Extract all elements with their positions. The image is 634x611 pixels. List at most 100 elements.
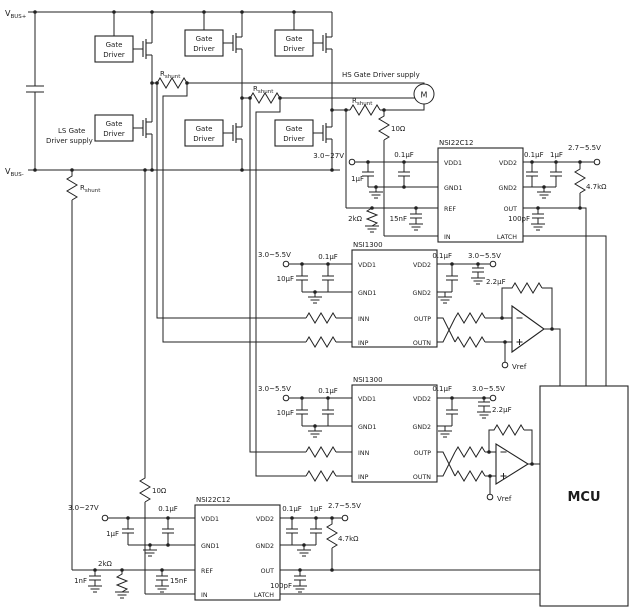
cap-1uf	[122, 518, 134, 545]
gate-driver-hs2: Gate Driver	[184, 29, 224, 57]
ground-symbol	[537, 187, 551, 199]
pin-outp: OUTP	[414, 450, 431, 457]
ground-symbol	[438, 426, 452, 438]
mcu-box	[539, 385, 629, 607]
bridge-legs	[113, 12, 333, 170]
cap-100pf-label: 100pF	[508, 215, 530, 223]
supply-node-27v	[348, 158, 356, 166]
phase-b-sense-wires	[249, 98, 306, 477]
gate-driver-label: Driver	[103, 130, 125, 138]
opamp-output-wire	[544, 328, 561, 386]
pin-outn: OUTN	[413, 474, 431, 481]
shunt-label-phase-c: Rshunt	[352, 97, 373, 107]
resistor-10ohm-bottom	[139, 170, 151, 594]
cap-22uf-label: 2.2µF	[486, 278, 506, 286]
ground-symbol	[308, 292, 322, 304]
vref-node	[486, 493, 494, 501]
opamp-1: Vref	[501, 282, 561, 386]
pin-latch: LATCH	[497, 234, 517, 241]
shunt-label-bus: Rshunt	[80, 184, 101, 194]
cap-1nf-label: 1nF	[74, 577, 87, 585]
ground-symbol	[115, 591, 129, 599]
resistor-47k	[326, 518, 338, 570]
gate-driver-ls3: Gate Driver	[274, 119, 314, 147]
supply-node-27v	[101, 514, 109, 522]
cap-15nf	[156, 570, 168, 586]
dc-link-capacitor	[26, 85, 44, 93]
cap-01uf	[398, 162, 410, 187]
nsi1300-1: NSI1300 VDD1 GND1 INN INP VDD2 GND2 OUTP…	[351, 241, 438, 348]
shunt-label-phase-b: Rshunt	[253, 85, 274, 95]
nsi1300-2-left-network: 3.0~5.5V 10µF 0.1µF	[258, 385, 352, 482]
nsi1300-1-box	[351, 249, 438, 348]
cap-01uf-label: 0.1µF	[524, 151, 544, 159]
gate-driver-ls2: Gate Driver	[184, 119, 224, 147]
pin-vdd1: VDD1	[358, 262, 376, 269]
svg-text:LS Gate: LS Gate	[58, 127, 85, 135]
gate-driver-box	[184, 119, 224, 147]
gate-driver-label: Gate	[106, 41, 123, 49]
nsi1300-2-title: NSI1300	[353, 376, 383, 384]
nsi22c12-1-box	[437, 147, 524, 243]
opamp-plus-sign	[516, 339, 523, 345]
gate-driver-label: Driver	[193, 135, 215, 143]
nsi22c12-1-right-network: 2.7~5.5V 0.1µF 1µF 4.7kΩ 100pF	[508, 144, 607, 386]
gate-driver-label: Driver	[283, 45, 305, 53]
cap-10uf-label: 10µF	[277, 409, 294, 417]
nsi22c12-2-box	[194, 504, 281, 601]
pin-vdd1: VDD1	[358, 396, 376, 403]
resistor-10ohm-top	[378, 110, 390, 236]
hs-supply-label: HS Gate Driver supply	[342, 71, 420, 79]
cap-1uf-label: 1µF	[310, 505, 323, 513]
cap-01uf	[446, 398, 458, 426]
mosfet-hs1	[142, 39, 152, 59]
resistor-inn	[305, 446, 352, 458]
bus-shunt: Rshunt 10Ω	[66, 170, 167, 594]
cap-1uf	[362, 162, 374, 187]
cap-10uf	[296, 264, 308, 292]
vref-node	[501, 361, 509, 369]
gate-driver-box	[94, 35, 134, 63]
cap-01uf-label: 0.1µF	[318, 253, 338, 261]
cap-01uf-label: 0.1µF	[432, 252, 452, 260]
mosfet-hs2	[232, 33, 242, 53]
pin-gnd2: GND2	[413, 424, 431, 431]
output-cross-wires	[437, 317, 456, 343]
resistor-47k	[574, 162, 586, 208]
gate-driver-box	[184, 29, 224, 57]
cap-100pf	[294, 570, 306, 586]
pin-out: OUT	[504, 206, 518, 213]
supply-node-3055v	[282, 394, 290, 402]
cap-01uf-label: 0.1µF	[394, 151, 414, 159]
gate-driver-label: Driver	[193, 45, 215, 53]
nsi22c12-2-left-network: 3.0~27V 1µF 0.1µF 1nF 2kΩ 15nF	[68, 504, 195, 599]
resistor-inn	[305, 312, 352, 324]
ground-symbol	[471, 277, 485, 285]
mosfet-ls3	[322, 123, 332, 143]
gate-driver-label: Gate	[286, 125, 303, 133]
pin-ref: REF	[444, 206, 456, 213]
resistor-2k	[115, 570, 129, 593]
pin-vdd1: VDD1	[201, 516, 219, 523]
shunt-label-phase-a: Rshunt	[160, 70, 181, 80]
resistor-2k-label: 2kΩ	[98, 560, 113, 568]
cap-10uf-label: 10µF	[277, 275, 294, 283]
pin-gnd1: GND1	[358, 290, 376, 297]
gate-driver-label: Gate	[286, 35, 303, 43]
pin-ref: REF	[201, 568, 213, 575]
cap-01uf	[286, 518, 298, 545]
opamp-2: Vref	[486, 424, 540, 503]
mosfet-ls1	[142, 118, 152, 138]
nsi22c12-2-title: NSI22C12	[196, 496, 230, 504]
feedback-resistor	[488, 424, 533, 464]
pin-inn: INN	[358, 450, 370, 457]
rail-label-27v: 3.0~27V	[313, 152, 344, 160]
ground-symbol	[531, 223, 545, 231]
svg-text:Driver supply: Driver supply	[46, 137, 93, 145]
gate-driver-box	[274, 119, 314, 147]
rail-label-27v: 3.0~27V	[68, 504, 99, 512]
pin-in: IN	[201, 592, 208, 599]
resistor-47k-label: 4.7kΩ	[338, 535, 359, 543]
resistor-inp	[305, 470, 352, 482]
cap-1uf-label: 1µF	[351, 175, 364, 183]
